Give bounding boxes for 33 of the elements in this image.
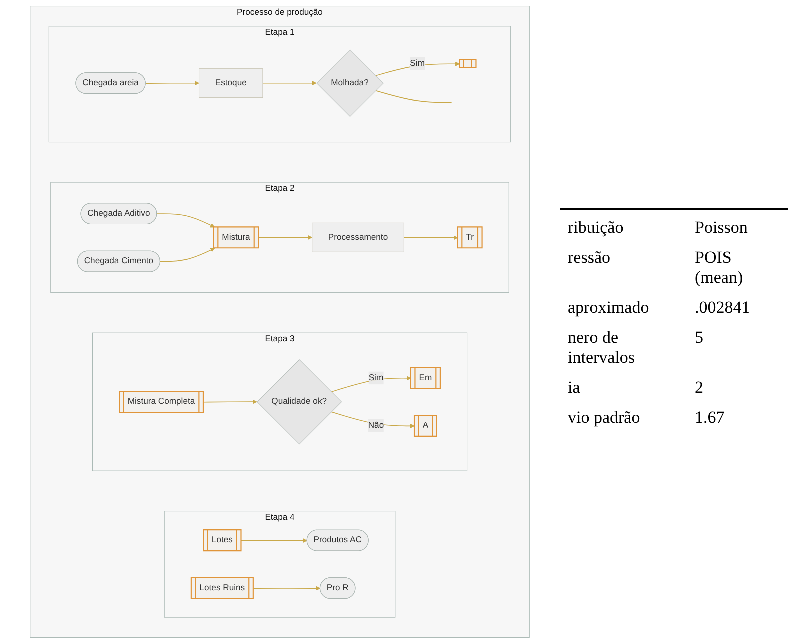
table-cell-text: POIS (mean) bbox=[694, 248, 744, 288]
table-cell-text: 2 bbox=[694, 378, 704, 398]
table-cell-text: .002841 bbox=[694, 298, 752, 318]
arrow bbox=[160, 248, 216, 262]
table-cell-text: 1.67 bbox=[694, 408, 726, 428]
edge-label: Sim bbox=[368, 373, 384, 382]
node-diamond: Qualidade ok? bbox=[257, 360, 342, 445]
table-cell-text: nero de intervalos bbox=[568, 328, 636, 368]
table-cell-text: ressão bbox=[568, 248, 612, 269]
table-cell-text: ia bbox=[568, 378, 582, 398]
arrow bbox=[404, 236, 458, 240]
node-diamond: Molhada? bbox=[316, 50, 384, 118]
table-cell-text: ribuição bbox=[568, 218, 625, 238]
edge-label: Sim bbox=[410, 59, 425, 68]
table-cell-text: 5 bbox=[694, 328, 704, 349]
arrow bbox=[156, 214, 216, 228]
arrow bbox=[253, 586, 321, 591]
table-cell-text: vio padrão bbox=[568, 408, 642, 428]
connector bbox=[376, 90, 452, 104]
arrow bbox=[331, 412, 415, 429]
table-cell-text: aproximado bbox=[568, 298, 650, 318]
arrow bbox=[258, 235, 313, 240]
node-box: Estoque bbox=[199, 68, 264, 98]
arrow bbox=[331, 376, 412, 392]
arrow bbox=[145, 80, 200, 86]
arrow bbox=[376, 62, 460, 76]
arrow bbox=[241, 538, 308, 544]
edge-label: Não bbox=[368, 421, 384, 430]
table-cell-text: Poisson bbox=[694, 218, 749, 238]
arrow bbox=[262, 80, 317, 86]
arrow bbox=[203, 400, 258, 404]
node-box: Processamento bbox=[312, 222, 404, 252]
node-box bbox=[459, 59, 477, 68]
